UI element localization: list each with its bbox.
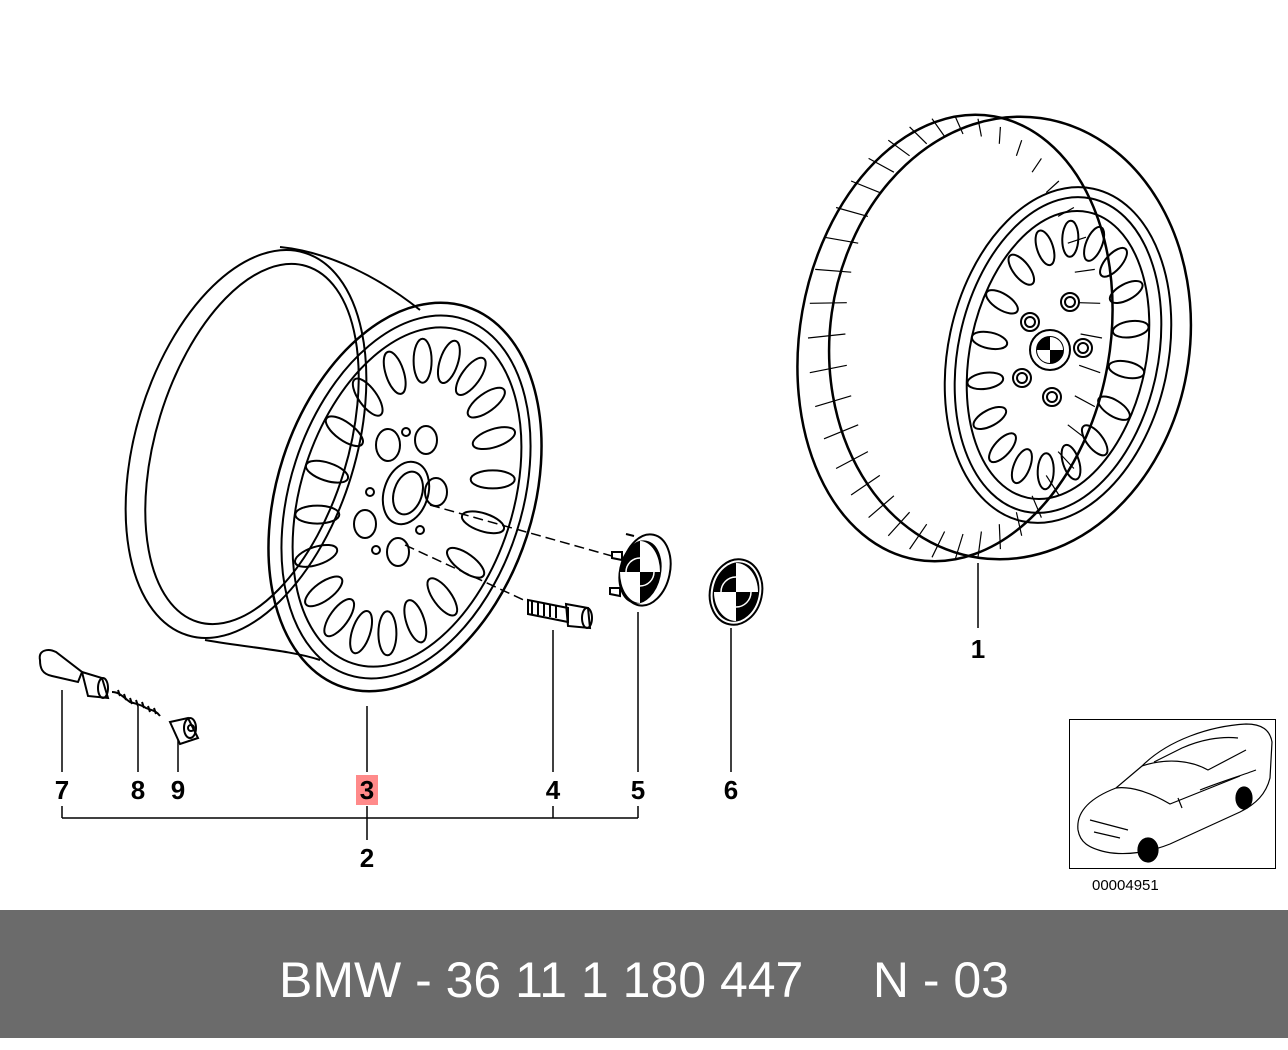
complete-wheel xyxy=(796,113,1193,563)
car-outline-icon xyxy=(1077,723,1273,863)
callout-1: 1 xyxy=(970,634,986,664)
alloy-rim xyxy=(124,246,543,693)
leader-lines xyxy=(61,504,979,840)
callout-3-highlighted: 3 xyxy=(356,775,378,805)
parts-diagram xyxy=(38,113,1193,840)
diagram-reference-number: 00004951 xyxy=(1092,877,1159,894)
hub-cap xyxy=(609,533,672,607)
callout-4: 4 xyxy=(545,775,561,805)
footer-bar: BMW - 36 11 1 180 447 N - 03 xyxy=(0,910,1288,1038)
callout-5: 5 xyxy=(630,775,646,805)
callout-2: 2 xyxy=(359,843,375,873)
valve-insert xyxy=(111,689,161,717)
valve-cap xyxy=(168,716,200,746)
vehicle-thumbnail xyxy=(1069,719,1276,869)
wheel-bolt xyxy=(527,598,593,630)
callout-9: 9 xyxy=(170,775,186,805)
valve-cap-tool xyxy=(38,649,110,700)
callout-7: 7 xyxy=(54,775,70,805)
emblem xyxy=(708,558,764,626)
callout-8: 8 xyxy=(130,775,146,805)
part-number-caption: BMW - 36 11 1 180 447 N - 03 xyxy=(279,952,1009,1008)
callout-6: 6 xyxy=(723,775,739,805)
